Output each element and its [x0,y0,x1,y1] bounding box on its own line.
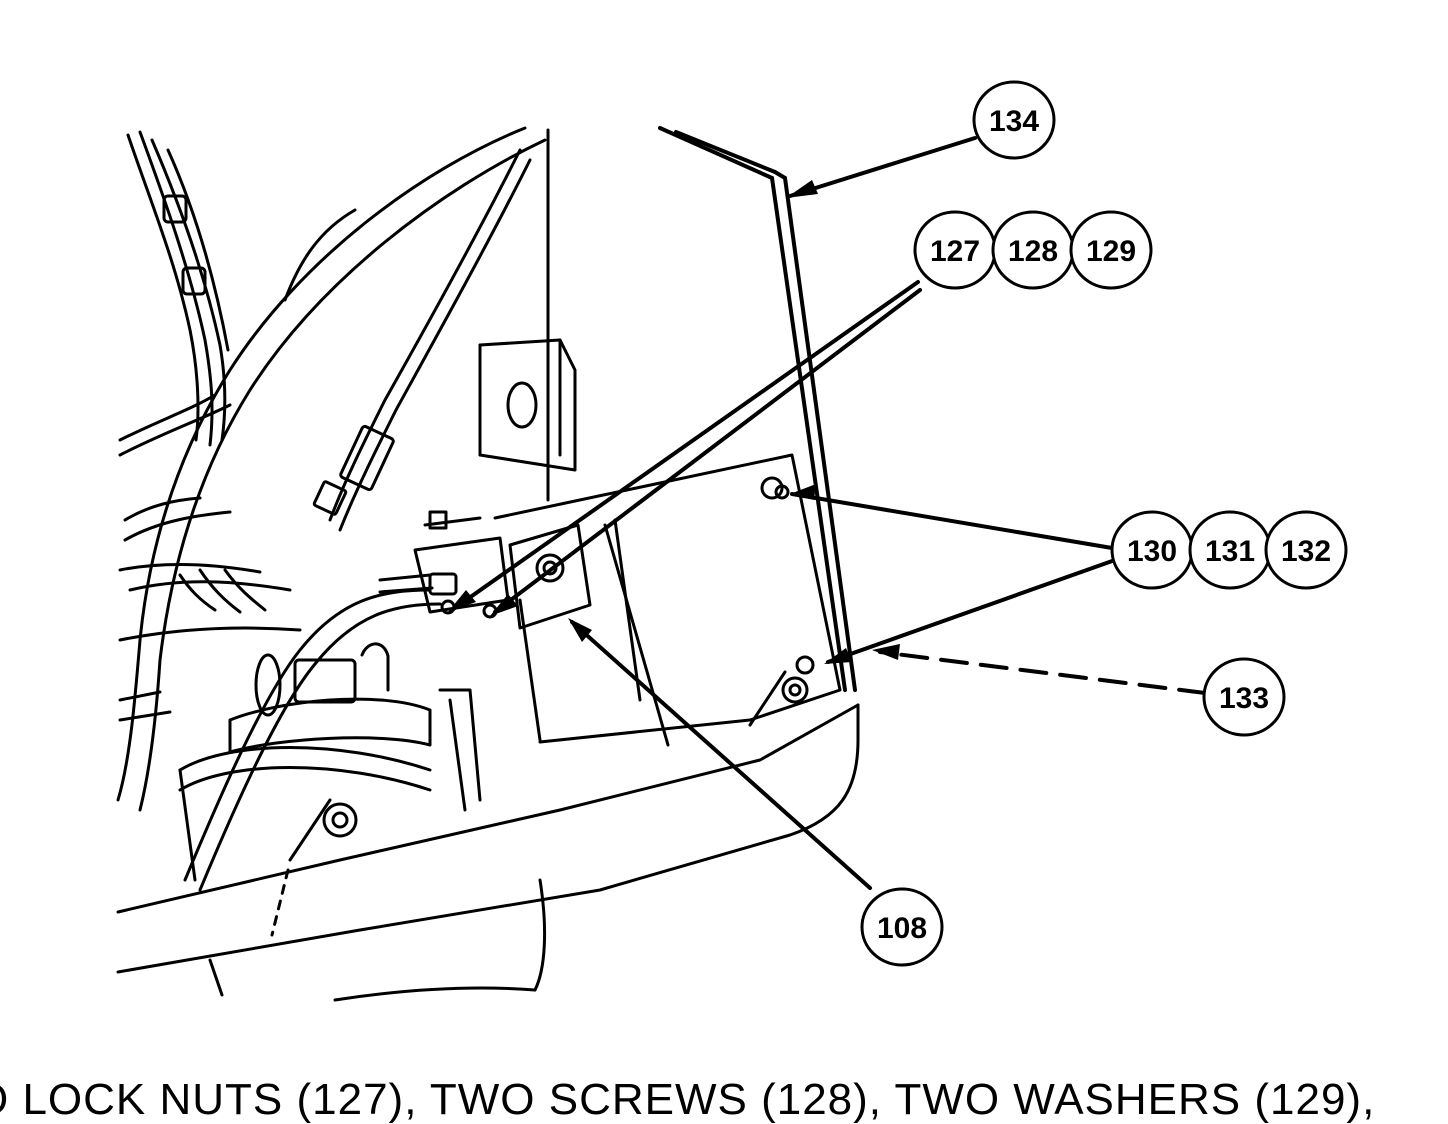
wiring-harness [118,130,302,642]
instruction-caption: O LOCK NUTS (127), TWO SCREWS (128), TWO… [0,1075,1376,1124]
cable-connector [312,424,395,516]
cable-runs [116,126,547,892]
callout-132-label: 132 [1281,535,1331,568]
callout-131: 131 [1188,510,1272,590]
callout-108: 108 [860,887,944,967]
callout-130: 130 [1110,510,1194,590]
leader-130a [790,492,1114,550]
arrowhead-130a [790,484,816,500]
arrowhead-127b [490,594,518,616]
side-panel [658,126,857,692]
arrowhead-127a [448,590,476,612]
panel-lines [518,128,642,742]
leader-130b [826,558,1117,664]
callout-108-label: 108 [877,912,927,945]
callout-129: 129 [1069,210,1153,290]
callout-127: 127 [913,210,997,290]
callout-133: 133 [1202,657,1286,737]
leader-108 [570,620,872,890]
leader-127 [450,280,920,612]
assembly-drawing [116,126,860,1002]
mounting-plate [493,453,842,747]
callout-134-label: 134 [989,105,1039,138]
leader-127b [493,288,922,614]
arrowhead-130b [824,648,852,664]
leader-133 [878,650,1207,695]
callout-127-label: 127 [930,235,980,268]
arrowhead-134 [786,180,818,198]
callout-128-label: 128 [1008,235,1058,268]
callout-132: 132 [1264,510,1348,590]
callout-130-label: 130 [1127,535,1177,568]
arrowhead-133 [872,644,900,660]
callout-131-label: 131 [1205,535,1255,568]
callout-129-label: 129 [1086,235,1136,268]
base-housing [116,642,860,1002]
mounting-bracket [478,338,577,472]
leader-lines [448,136,1207,890]
callout-133-label: 133 [1219,682,1269,715]
switch-assembly [378,510,592,630]
callout-134: 134 [972,80,1056,160]
callout-128: 128 [991,210,1075,290]
arrowhead-108 [568,618,592,642]
leader-134 [788,136,977,198]
